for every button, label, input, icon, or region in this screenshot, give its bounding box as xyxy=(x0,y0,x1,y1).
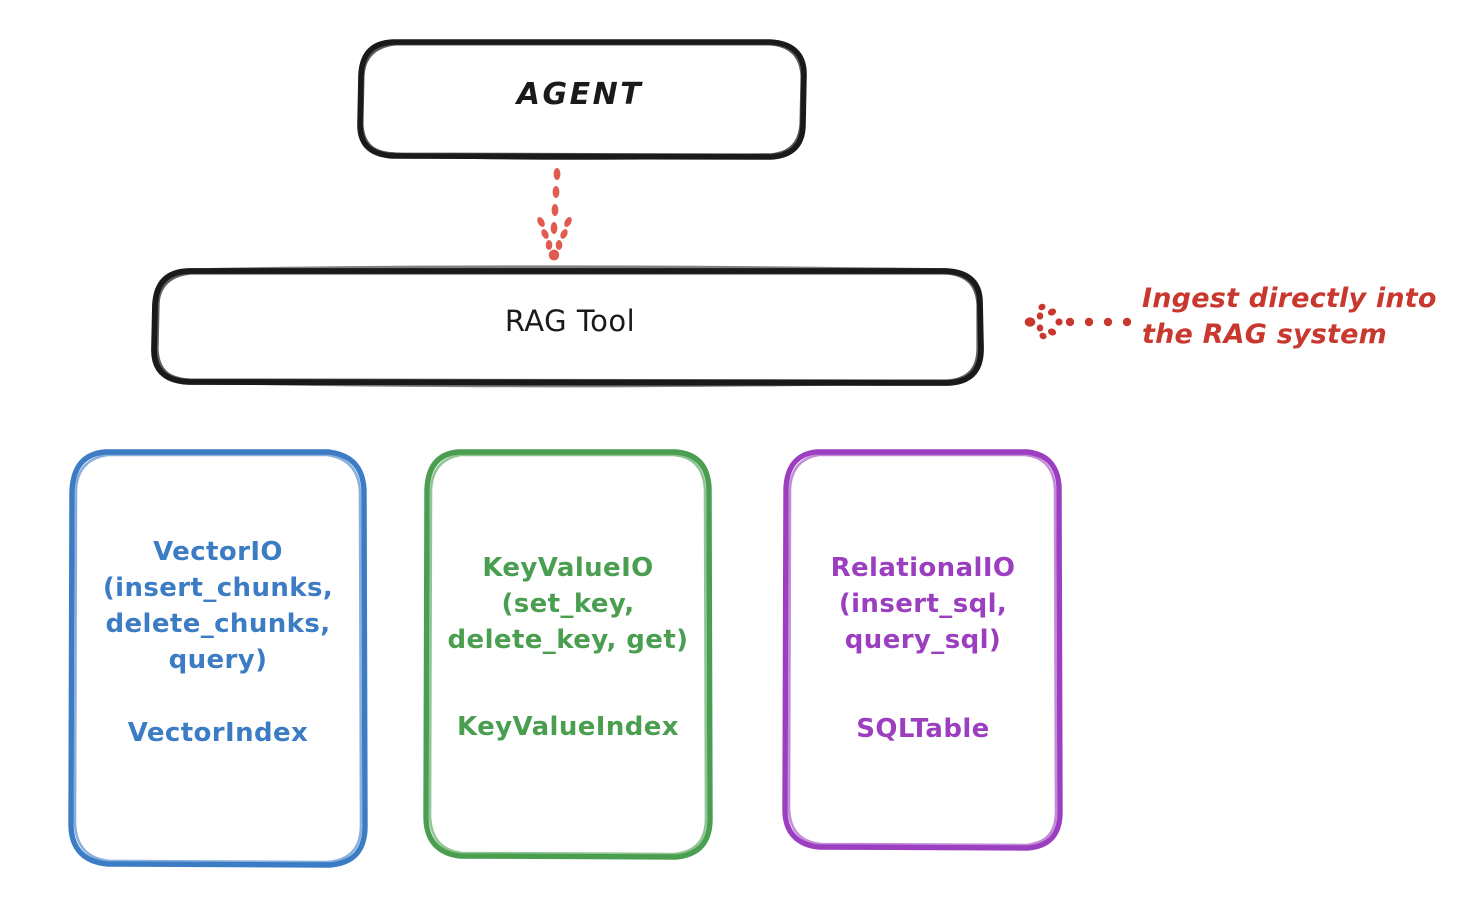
agent-node-shape[interactable] xyxy=(357,39,807,160)
rag-tool-node-shape[interactable] xyxy=(151,265,984,388)
vector-io-node-shape[interactable] xyxy=(68,449,368,868)
key-value-io-node-shape[interactable] xyxy=(423,449,713,860)
agent-to-rag-connector xyxy=(537,168,572,261)
relational-io-node-shape[interactable] xyxy=(782,449,1063,851)
ingest-arrow-connector xyxy=(1024,303,1132,340)
